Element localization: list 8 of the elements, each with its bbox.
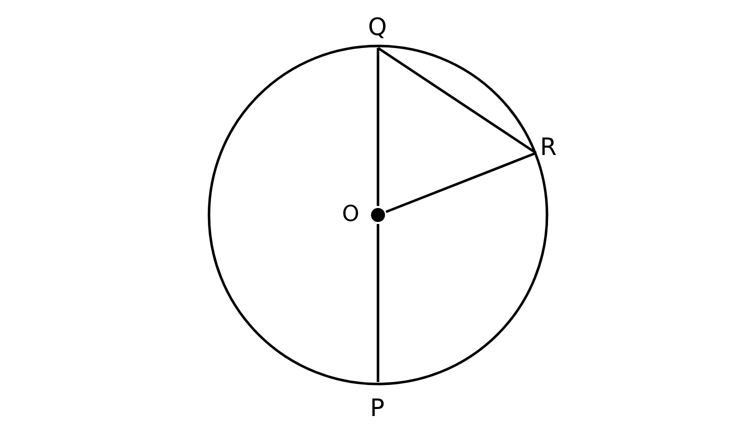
point-label: P bbox=[370, 395, 384, 421]
line-segment bbox=[377, 46, 537, 154]
point-label: R bbox=[540, 134, 557, 160]
line-segment bbox=[386, 152, 536, 214]
point-label: Q bbox=[368, 14, 387, 40]
line-segment bbox=[376, 224, 380, 382]
point-label: O bbox=[342, 206, 360, 224]
line-segment bbox=[376, 48, 380, 206]
